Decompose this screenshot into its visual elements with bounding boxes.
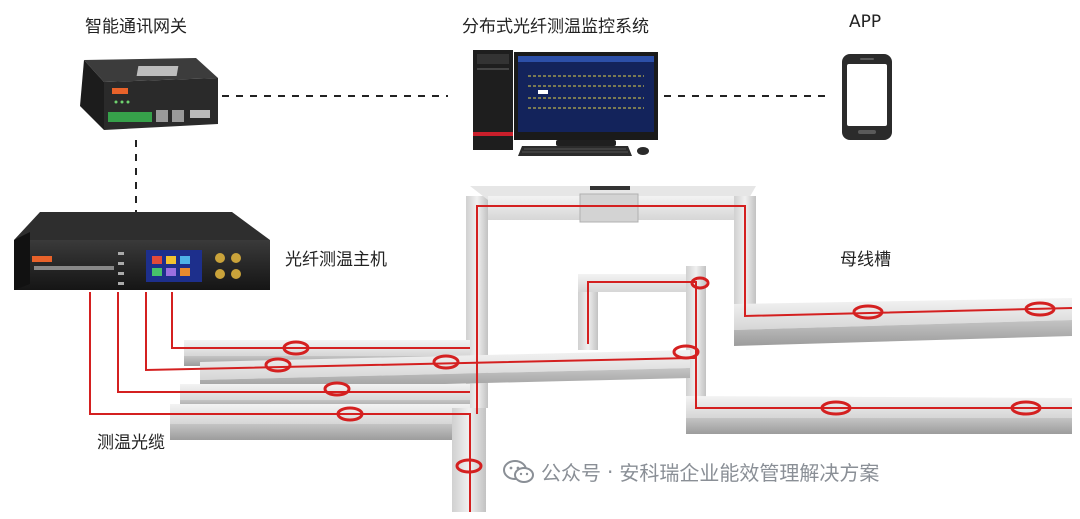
fiber-lead-2 (145, 292, 691, 372)
busway-branch-right-upper (734, 298, 1072, 330)
gateway-label: 智能通讯网关 (85, 17, 187, 37)
fiber-host-device (14, 212, 270, 290)
sensor-joint-icon (282, 340, 310, 356)
fiber-lead-3 (117, 292, 470, 393)
monitoring-computer (473, 50, 658, 156)
host-label: 光纤测温主机 (285, 250, 387, 270)
watermark-separator: · (607, 459, 614, 484)
wechat-icon (503, 459, 534, 483)
host-port-icon (231, 269, 241, 279)
sensor-joint-icon (672, 344, 700, 360)
sensor-joint-icon (432, 354, 460, 370)
host-port-icon (215, 253, 225, 263)
smart-gateway-device (80, 58, 218, 130)
watermark-prefix: 公众号 (541, 461, 601, 485)
mouse-icon (637, 147, 649, 155)
fiber-lead-1 (171, 292, 470, 349)
sensor-joint-icon (323, 381, 351, 397)
host-touchscreen-icon (146, 250, 202, 282)
communication-links (135, 95, 830, 212)
cable-label: 测温光缆 (97, 433, 165, 453)
busway-run-2 (200, 350, 690, 380)
sensor-joint-icon (690, 276, 710, 290)
sensor-joint-icon (820, 400, 852, 416)
sensor-joints (264, 276, 1056, 474)
monitoring-system-label: 分布式光纤测温监控系统 (462, 17, 649, 37)
smartphone-icon (842, 54, 892, 140)
sensor-joint-icon (1010, 400, 1042, 416)
app-label: APP (849, 12, 882, 32)
host-port-icon (215, 269, 225, 279)
sensor-joint-icon (264, 357, 292, 373)
sensor-joint-icon (455, 458, 483, 474)
host-port-icon (231, 253, 241, 263)
watermark: 公众号 · 安科瑞企业能效管理解决方案 (503, 457, 879, 486)
sensor-joint-icon (852, 304, 884, 320)
sensor-joint-icon (336, 406, 364, 422)
watermark-account-name: 安科瑞企业能效管理解决方案 (619, 461, 880, 485)
sensor-joint-icon (1024, 301, 1056, 317)
pc-tower-icon (473, 50, 513, 150)
busway-label: 母线槽 (840, 250, 891, 270)
pc-monitor-icon (514, 52, 658, 150)
fiber-lead-4 (89, 292, 471, 512)
keyboard-icon (518, 146, 632, 156)
